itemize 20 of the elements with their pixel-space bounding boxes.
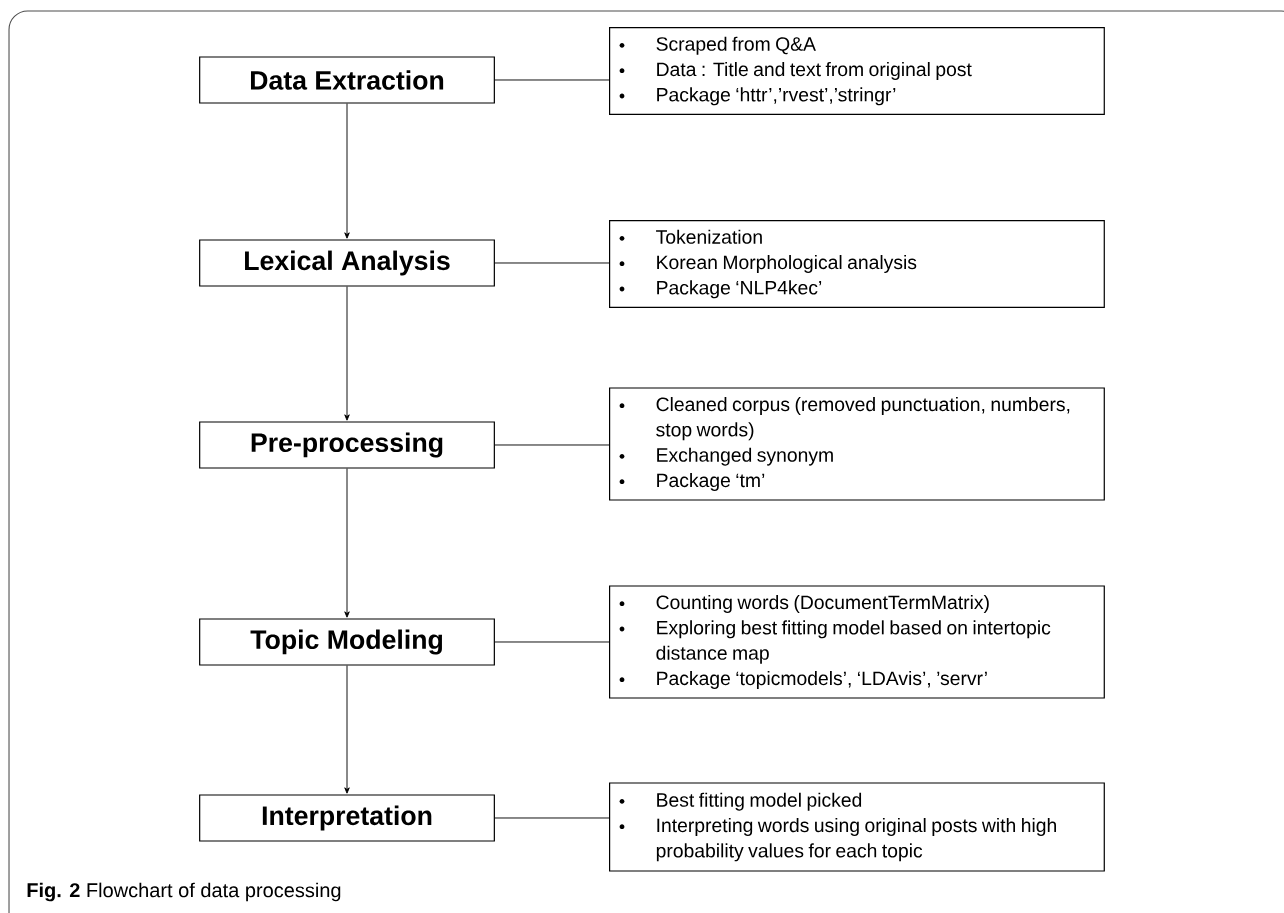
arrow <box>344 103 350 239</box>
connector-line <box>494 262 610 264</box>
connector-line <box>494 444 610 446</box>
step-box: Interpretation <box>199 794 495 842</box>
bullet-list-box: Tokenization Korean Morphological analysis Package ‘NLP4kec’ <box>609 219 1105 309</box>
arrow <box>344 665 350 794</box>
arrow <box>344 286 350 421</box>
connector-line <box>494 641 610 643</box>
connector-line <box>494 79 610 81</box>
step-box: Data Extraction <box>199 56 495 104</box>
bullet-list-box: Best fitting model picked Interpreting words using original posts with high probability values for each topic <box>609 782 1105 872</box>
step-box: Topic Modeling <box>199 618 495 666</box>
arrow <box>344 468 350 618</box>
bullet-list-box: Counting words (DocumentTermMatrix) Exploring best fitting model based on intertopic distance map Package ‘topicmodels’, ‘LDAvis’, ’servr’ <box>609 585 1105 699</box>
connector-line <box>494 817 610 819</box>
bullet-list-box: Cleaned corpus (removed punctuation, numbers, stop words) Exchanged synonym Package ‘tm’ <box>609 387 1105 501</box>
caption: Fig. 2 Flowchart of data processing <box>27 882 341 902</box>
step-box: Lexical Analysis <box>199 239 495 287</box>
bullet-list-box: Scraped from Q&A Data : Title and text from original post Package ‘httr’,’rvest’,’stringr’ <box>609 26 1105 116</box>
step-box: Pre-processing <box>199 421 495 469</box>
